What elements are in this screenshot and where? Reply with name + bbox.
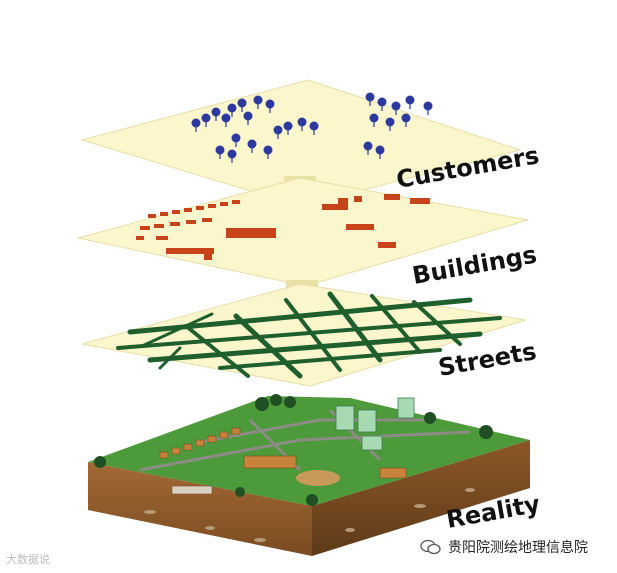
pin-icon [391,101,401,115]
pin-icon [263,145,273,159]
pin-icon [237,98,247,112]
pin-icon [297,117,307,131]
building-footprints [136,194,430,260]
pin-icon [423,101,433,115]
pin-icon [227,149,237,163]
watermark-right-text: 贵阳院测绘地理信息院 [448,540,588,556]
pin-icon [283,121,293,135]
pin-icon [221,113,231,127]
pin-icon [231,133,241,147]
watermark-right: 贵阳院测绘地理信息院 [420,537,588,557]
streets-layer [81,283,527,387]
pin-icon [191,118,201,132]
pin-icon [201,113,211,127]
pin-icon [405,95,415,109]
reality-ballfield [296,470,340,486]
pin-icon [365,92,375,106]
watermark-left: 大数据说 [6,553,50,566]
customers-plane [80,79,522,207]
pin-icon [377,97,387,111]
reality-layer [88,394,530,556]
pin-icon [243,111,253,125]
pin-icon [369,113,379,127]
reality-stones [144,488,475,542]
pin-icon [253,95,263,109]
reality-houses [159,427,407,495]
pin-icon [385,117,395,131]
buildings-layer [77,177,529,290]
reality-soil-front [88,462,312,556]
buildings-plane [77,177,529,287]
streets-label: Streets [436,337,538,382]
reality-ground-top [88,396,530,506]
reality-soil-side [312,440,530,556]
pin-icon [265,99,275,113]
pin-icon [215,145,225,159]
street-network [116,291,502,379]
pin-icon [211,107,221,121]
customer-markers [191,92,433,163]
pin-icon [247,139,257,153]
pin-icon [227,103,237,117]
pin-icon [309,121,319,135]
wechat-icon [420,539,441,555]
customers-layer [80,79,522,207]
pin-icon [363,141,373,155]
reality-towers [335,397,415,451]
pin-icon [401,113,411,127]
pin-icon [375,145,385,159]
reality-trees [94,394,493,506]
pin-icon [273,125,283,139]
